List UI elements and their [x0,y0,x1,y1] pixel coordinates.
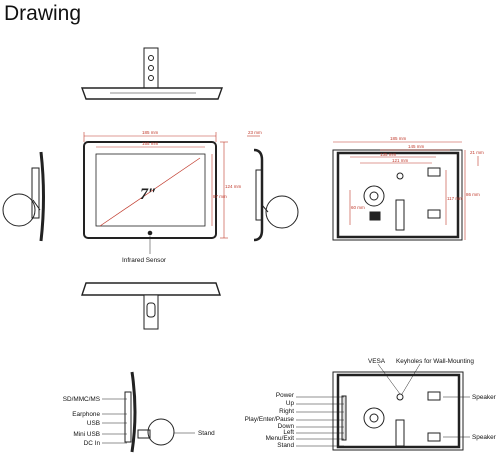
keyholes-label: Keyholes for Wall-Mounting [396,358,474,365]
back-vesa-dim: 60 mm [351,205,365,210]
port-label-usb: USB [86,420,100,427]
top-view [81,47,223,100]
back-height-outer-dim: 86 mm [466,192,480,197]
page-title: Drawing [4,2,82,25]
port-label-dc-in: DC In [83,440,100,447]
button-label-menu: Menu/Exit [265,435,294,442]
back-depth-dim: 21 mm [470,150,484,155]
lower-side-view [124,371,175,453]
vesa-label: VESA [368,358,386,365]
back-width-121-dim: 121 mm [392,158,409,163]
button-label-left: Left [283,429,294,436]
button-label-power: Power [275,392,294,399]
port-label-sd: SD/MMC/MS [62,396,100,403]
button-label-right: Right [279,408,294,415]
port-label-mini-usb: Mini USB [73,431,100,438]
screen-size-label: 7″ [140,186,157,203]
back-width-outer-dim: 185 mm [390,136,407,141]
back-view [332,149,463,241]
front-depth-dim: 23 mm [248,130,262,135]
speaker-top-label: Speaker [472,394,496,401]
stand-label: Stand [198,430,215,437]
front-height-outer-dim: 124 mm [225,184,242,189]
back-width-135-dim: 135 mm [380,152,397,157]
button-label-stand: Stand [277,442,294,449]
lower-side-leaders [102,398,195,444]
front-width-outer-dim: 185 mm [142,130,159,135]
left-side-view [2,151,45,242]
right-side-view [253,148,299,242]
back-height-inner-dim: 117 mm [447,196,463,201]
bottom-view [81,282,221,330]
front-width-inner-dim: 155 mm [142,141,159,146]
port-label-earphone: Earphone [72,411,100,418]
speaker-bottom-label: Speaker [472,434,496,441]
button-label-up: Up [285,400,294,407]
infrared-sensor-label: Infrared Sensor [122,257,167,264]
front-view [83,141,217,254]
back-dimension-lines [333,141,479,240]
lower-back-leaders [296,363,470,447]
front-dimension-lines [83,132,260,239]
button-label-play: Play/Enter/Pause [244,416,294,423]
lower-back-view [332,371,464,451]
front-height-inner-dim: 87 mm [213,194,227,199]
back-width-mid-dim: 145 mm [408,144,425,149]
button-label-down: Down [277,423,294,430]
